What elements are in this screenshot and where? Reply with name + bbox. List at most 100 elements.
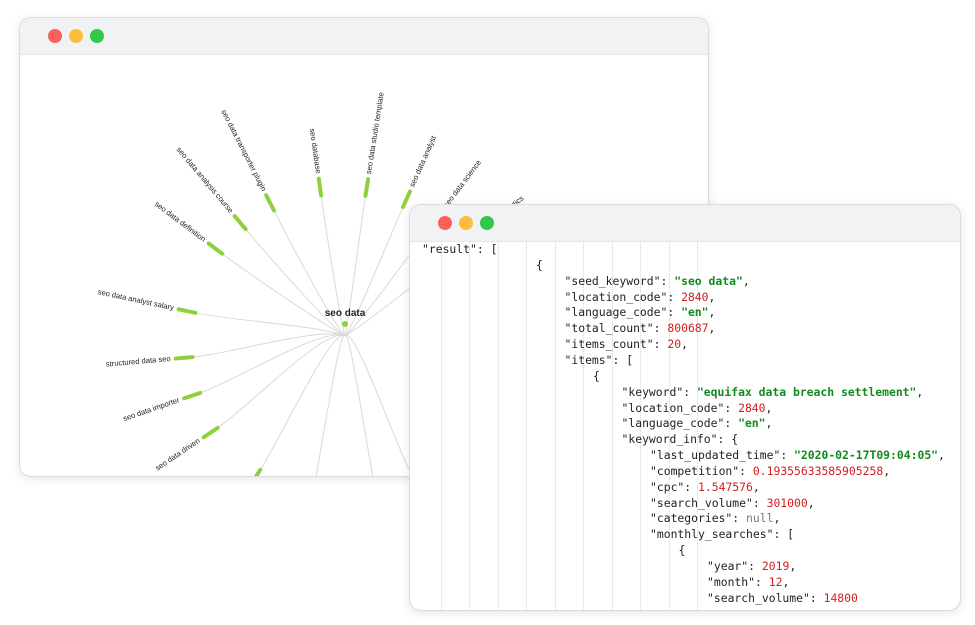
keyword-node-label[interactable]: seo data driven [154, 436, 202, 473]
json-token: "cpc" [650, 479, 685, 494]
json-token: : [ [773, 527, 795, 542]
keyword-node-marker[interactable] [401, 189, 412, 209]
keyword-node-label[interactable]: structured data seo [105, 354, 171, 369]
maximize-window-button[interactable] [480, 216, 494, 230]
graph-edge [344, 206, 404, 337]
json-token: "keyword" [621, 384, 684, 399]
json-code-line: "seed_keyword": "seo data", [565, 273, 750, 289]
keyword-node-label[interactable]: seo data importer [122, 395, 181, 423]
indent-guide [526, 241, 527, 610]
json-response-window: "result": [{"seed_keyword": "seo data","… [409, 204, 961, 611]
keyword-node-label[interactable]: seo data transporter plugin [219, 108, 268, 193]
keyword-node-marker[interactable] [264, 193, 276, 213]
keyword-node-label[interactable]: seo data analyst salary [97, 287, 175, 312]
keyword-node-label[interactable]: seo data analysis course [175, 145, 236, 215]
graph-edge [320, 195, 346, 337]
indent-guide [554, 241, 556, 610]
keyword-tree-graph: seo data transporter plugin seo database s… [97, 92, 526, 476]
keyword-node-marker[interactable] [176, 307, 198, 315]
json-token: 20 [667, 337, 682, 352]
json-token: "language_code" [621, 416, 725, 431]
json-token: 2840 [738, 400, 766, 415]
json-token: : [667, 289, 682, 304]
json-token: , [782, 574, 790, 589]
json-token: : [748, 559, 762, 573]
json-token: : [809, 590, 824, 605]
keyword-node-marker[interactable] [182, 390, 203, 401]
json-token: 2840 [681, 289, 709, 304]
json-token: 800687 [667, 321, 709, 336]
json-code-line: { [679, 542, 686, 558]
json-code-view: "result": [{"seed_keyword": "seo data","… [410, 241, 960, 610]
json-token: , [681, 337, 688, 352]
json-token: "search_volume" [650, 495, 753, 510]
graph-edge [245, 228, 346, 337]
minimize-window-button[interactable] [459, 216, 473, 230]
keyword-node-label[interactable]: seo data definition [153, 199, 208, 243]
json-token: "monthly_searches" [650, 527, 774, 542]
json-token: , [916, 384, 924, 399]
json-code-line: "items_count": 20, [565, 336, 688, 352]
keyword-node-label[interactable]: seo database [308, 128, 323, 174]
json-token: : [752, 495, 767, 510]
json-token: "total_count" [564, 321, 654, 336]
keyword-node-label[interactable]: seo data science [442, 158, 483, 209]
json-token: "month" [707, 574, 756, 589]
json-token: "equifax data breach settlement" [696, 384, 917, 399]
indent-guide [640, 241, 641, 610]
graph-edge [195, 312, 346, 337]
json-token: 301000 [766, 495, 808, 510]
json-code-line: "language_code": "en", [622, 415, 773, 431]
keyword-node-marker[interactable] [232, 214, 248, 232]
json-code-line: "last_updated_time": "2020-02-17T09:04:0… [650, 447, 945, 463]
json-token: : [739, 463, 753, 478]
close-window-button[interactable] [438, 216, 452, 230]
json-code-line: "search_volume": 301000, [650, 495, 815, 511]
json-token: "en" [738, 416, 766, 431]
json-token: : [ [476, 242, 498, 256]
json-token: null [746, 511, 774, 526]
json-token: : { [717, 432, 739, 447]
json-token: 2019 [761, 559, 790, 573]
json-code-line: "result": [ [422, 241, 497, 257]
graph-edge [344, 335, 413, 476]
keyword-node-label[interactable]: seo data studio template [364, 92, 386, 175]
json-code-line: "items": [ [565, 352, 634, 368]
json-token: , [708, 289, 716, 304]
json-code-line: "year": 2019, [707, 558, 796, 574]
graph-edge [315, 335, 346, 476]
json-token: 12 [768, 574, 783, 589]
json-code-line: { [536, 257, 543, 273]
close-window-button[interactable] [48, 29, 62, 43]
root-node-label[interactable]: seo data [325, 308, 366, 319]
json-token: "categories" [650, 511, 733, 526]
graph-edge [344, 335, 374, 476]
root-node-dot[interactable] [342, 321, 348, 327]
json-token: "result" [422, 242, 477, 256]
keyword-node-marker[interactable] [173, 355, 195, 361]
minimize-window-button[interactable] [69, 29, 83, 43]
json-code-line: "keyword": "equifax data breach settleme… [622, 384, 924, 400]
indent-guide [668, 241, 670, 610]
json-code-line: "cpc": 1.547576, [650, 479, 760, 495]
json-code-line: "location_code": 2840, [565, 289, 716, 305]
json-code-line: "search_volume": 14800 [707, 590, 858, 606]
keyword-node-label[interactable]: seo data analyst [407, 134, 438, 189]
keyword-node-marker[interactable] [316, 176, 324, 198]
json-token: , [752, 479, 760, 494]
keyword-node-marker[interactable] [201, 425, 220, 440]
json-token: "seo data" [674, 273, 743, 288]
keyword-node-marker[interactable] [251, 467, 263, 476]
maximize-window-button[interactable] [90, 29, 104, 43]
json-token: : [653, 337, 668, 352]
json-code-line: "total_count": 800687, [565, 320, 716, 336]
graph-window-titlebar [20, 18, 708, 55]
json-token: "competition" [650, 463, 740, 478]
json-token: , [765, 400, 773, 415]
graph-edge [217, 334, 346, 429]
json-token: , [807, 495, 815, 510]
graph-edge [192, 333, 346, 358]
keyword-node-marker[interactable] [206, 241, 225, 256]
json-token: 14800 [823, 590, 858, 605]
keyword-node-marker[interactable] [363, 177, 371, 198]
